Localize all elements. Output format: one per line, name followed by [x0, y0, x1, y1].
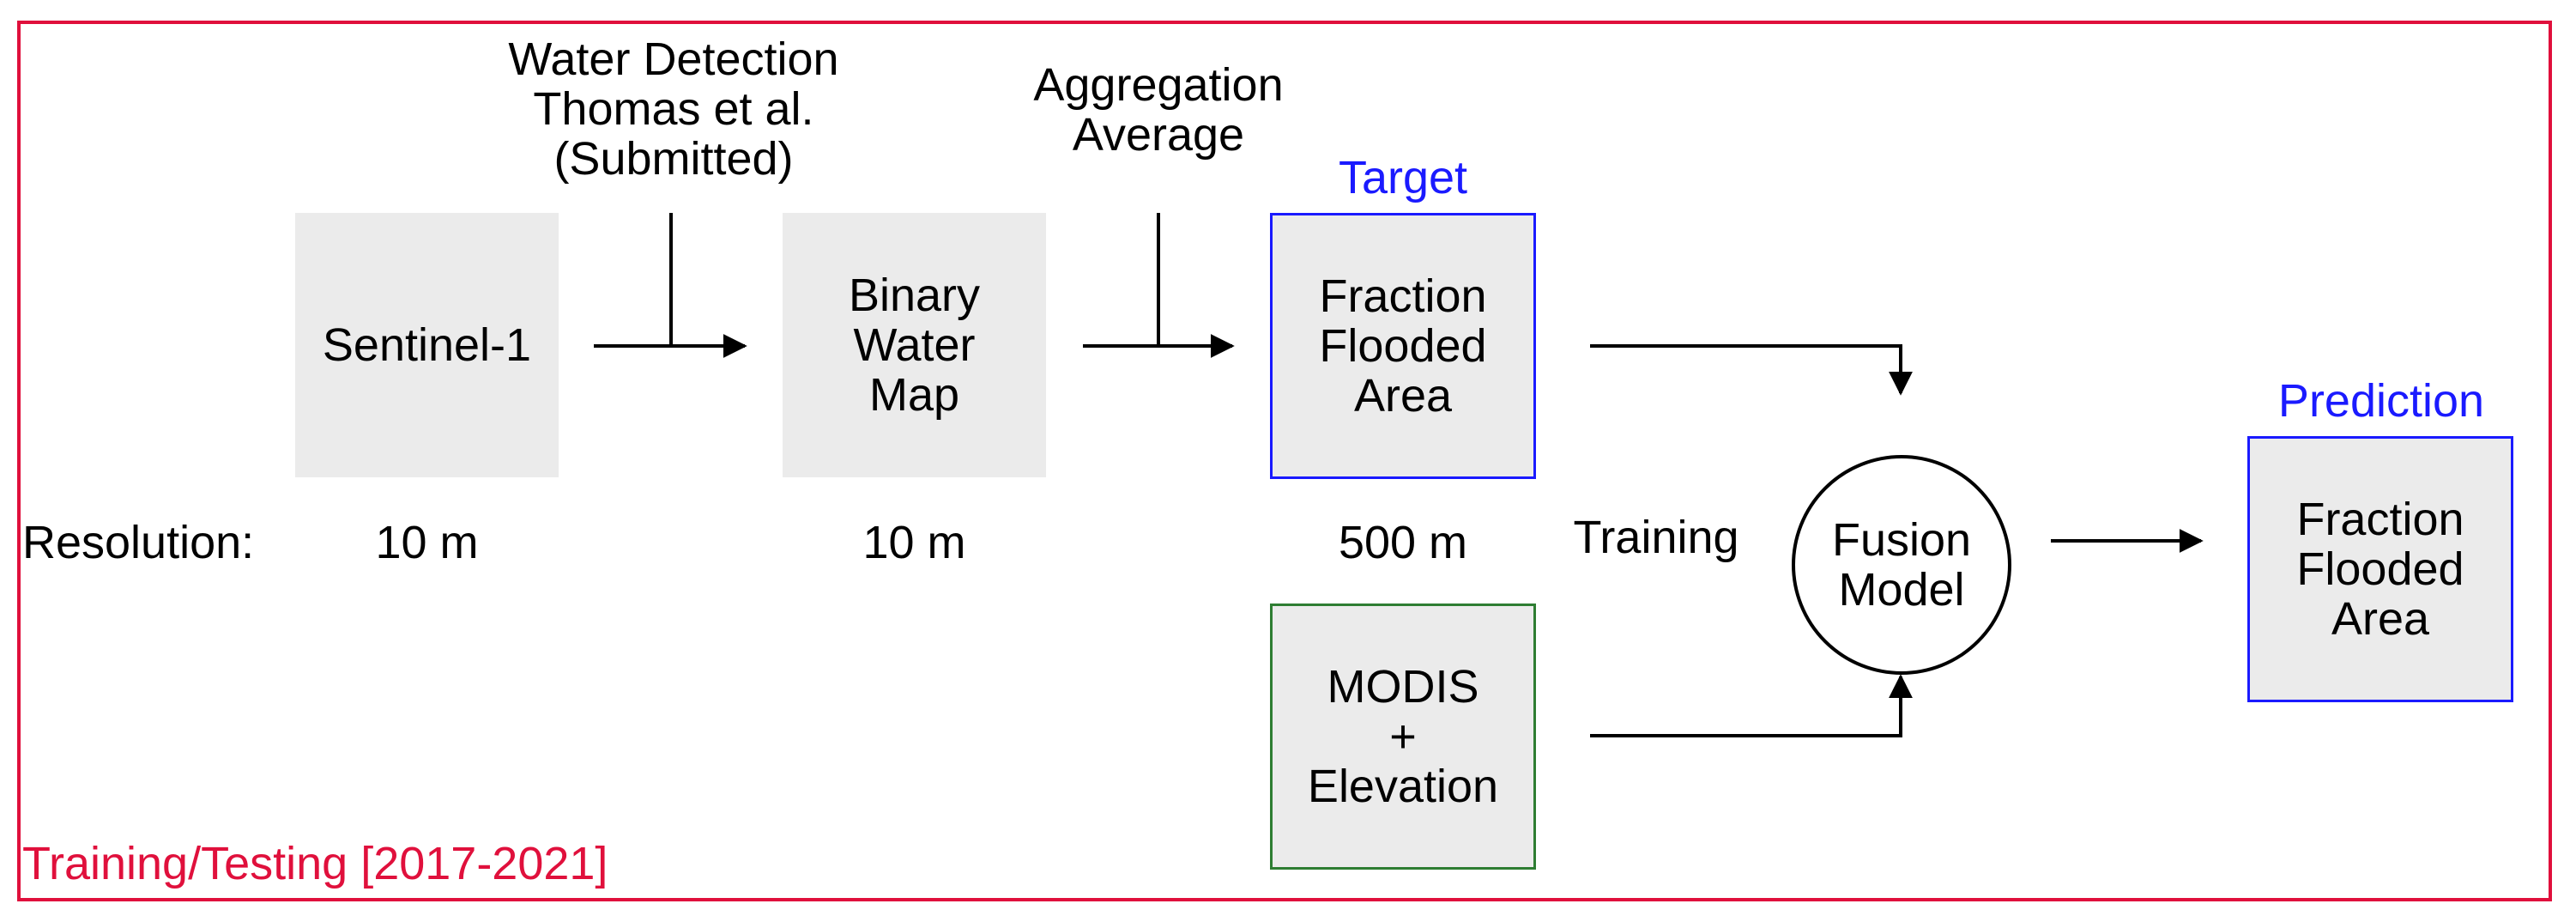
water-detection-label: Water Detection Thomas et al. (Submitted…: [508, 33, 839, 185]
fusion-model-node: Fusion Model: [1792, 455, 2011, 675]
prediction-label: Prediction: [2277, 375, 2485, 427]
target-label: Target: [1338, 152, 1468, 203]
resolution-label: Resolution:: [22, 517, 255, 568]
aggregation-label: Aggregation Average: [1033, 59, 1284, 161]
prediction-fraction-flooded-area-box: Fraction Flooded Area: [2247, 436, 2513, 702]
training-testing-label: Training/Testing [2017-2021]: [22, 838, 608, 889]
sentinel-1-box: Sentinel-1: [295, 213, 559, 477]
modis-elevation-box: MODIS + Elevation: [1270, 604, 1536, 870]
target-resolution: 500 m: [1338, 517, 1468, 568]
arrow-target-to-fusion: [1590, 344, 1913, 396]
binary-water-map-box: Binary Water Map: [783, 213, 1046, 477]
target-fraction-flooded-area-box: Fraction Flooded Area: [1270, 213, 1536, 479]
training-testing-frame: [17, 21, 2552, 901]
arrow-modis-to-fusion: [1590, 674, 1913, 737]
binary-resolution: 10 m: [862, 517, 966, 568]
training-label: Training: [1573, 512, 1739, 563]
sentinel-resolution: 10 m: [375, 517, 479, 568]
